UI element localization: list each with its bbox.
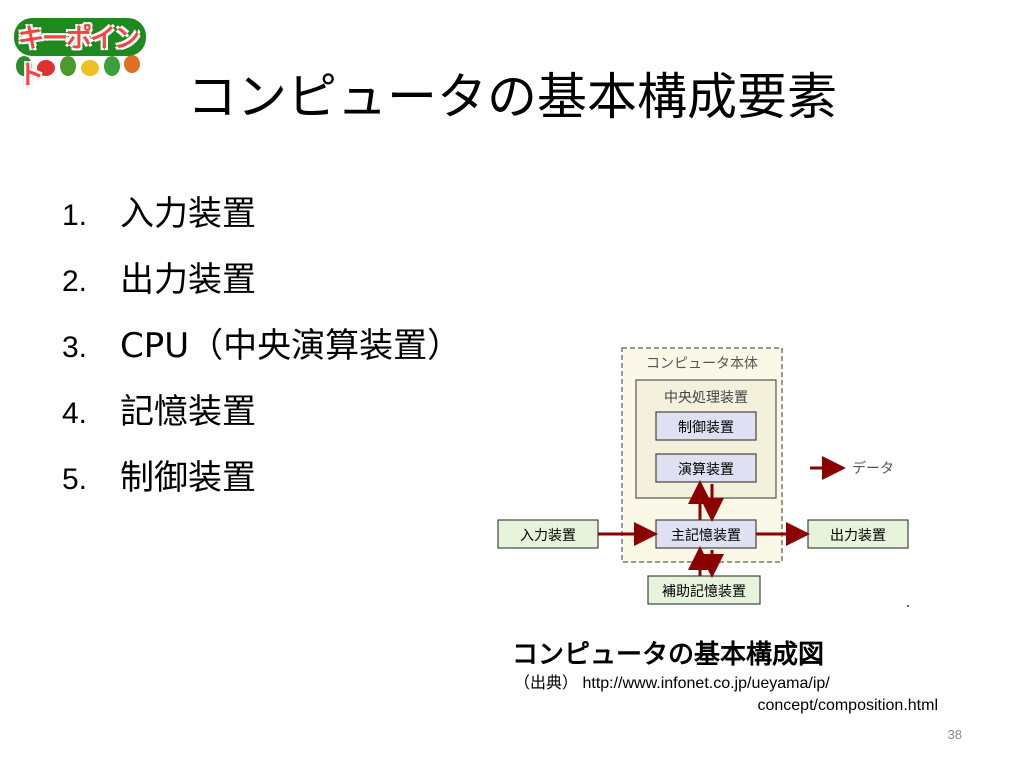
- list-item: 1. 入力装置: [62, 184, 461, 250]
- input-device-box: [497, 519, 599, 549]
- list-number: 5.: [62, 463, 88, 496]
- page-number: 38: [947, 727, 962, 742]
- list-item: 4. 記憶装置: [62, 382, 461, 448]
- main-memory-label: 主記憶装置: [671, 527, 741, 544]
- dot-mark: [907, 605, 909, 607]
- control-unit-box: [655, 411, 757, 441]
- list-item: 3. CPU（中央演算装置）: [62, 316, 461, 382]
- computer-composition-diagram: コンピュータ本体 中央処理装置 制御装置 演算装置 主記憶装置 入力装置 出力装…: [497, 347, 909, 607]
- source-prefix: （出典）: [514, 675, 579, 692]
- logo-text: キーポイント: [18, 24, 140, 91]
- aux-memory-label: 補助記憶装置: [662, 583, 746, 600]
- list-label: 入力装置: [120, 194, 256, 234]
- page-title: コンピュータの基本構成要素: [187, 68, 837, 126]
- list-label: 制御装置: [120, 458, 256, 498]
- aux-memory-box: [647, 575, 761, 605]
- figure-source: （出典） http://www.infonet.co.jp/ueyama/ip/…: [514, 673, 938, 717]
- output-device-box: [807, 519, 909, 549]
- output-device-label: 出力装置: [830, 528, 886, 544]
- legend-data-label: データ: [852, 460, 894, 477]
- figure-caption: コンピュータの基本構成図: [512, 640, 825, 670]
- list-item: 2. 出力装置: [62, 250, 461, 316]
- logo-graphic: [14, 18, 146, 76]
- list-label: 出力装置: [120, 260, 256, 300]
- arithmetic-unit-box: [655, 453, 757, 483]
- source-url-line2: concept/composition.html: [757, 697, 938, 714]
- cpu-label: 中央処理装置: [664, 390, 748, 406]
- computer-body-label: コンピュータ本体: [646, 356, 758, 372]
- control-unit-label: 制御装置: [678, 420, 734, 436]
- arithmetic-unit-label: 演算装置: [678, 462, 734, 478]
- list-label: CPU（中央演算装置）: [120, 326, 462, 366]
- input-device-label: 入力装置: [520, 528, 576, 544]
- list-number: 3.: [62, 331, 88, 364]
- list-number: 1.: [62, 199, 88, 232]
- list-item: 5. 制御装置: [62, 448, 461, 514]
- component-list: 1. 入力装置 2. 出力装置 3. CPU（中央演算装置） 4. 記憶装置 5. 制御装…: [62, 184, 461, 514]
- source-url-line1: http://www.infonet.co.jp/ueyama/ip/: [582, 675, 830, 692]
- list-number: 4.: [62, 397, 88, 430]
- list-number: 2.: [62, 265, 88, 298]
- key-point-logo: キーポイント: [14, 14, 146, 91]
- list-label: 記憶装置: [120, 392, 256, 432]
